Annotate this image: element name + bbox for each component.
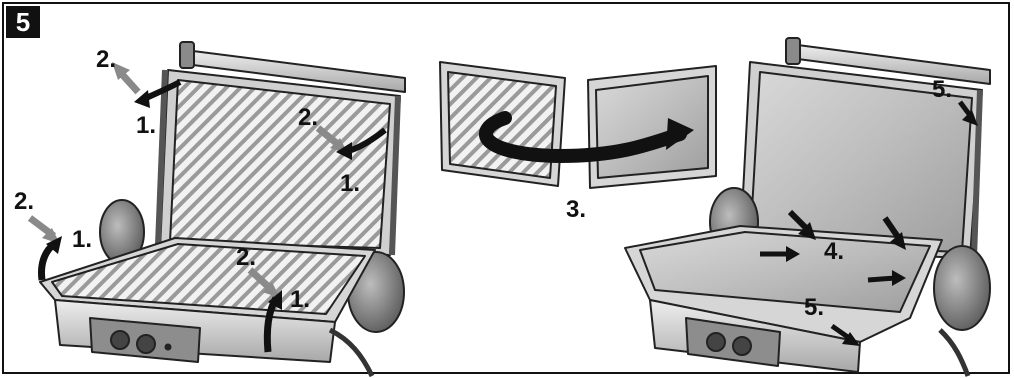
step-label-1: 1. <box>72 228 92 252</box>
step-number-badge: 5 <box>6 6 40 38</box>
step-label-2: 2. <box>96 48 116 72</box>
step-label-2: 2. <box>14 190 34 214</box>
step-label-5: 5. <box>932 78 952 102</box>
step-label-3: 3. <box>566 198 586 222</box>
step-label-1: 1. <box>136 114 156 138</box>
step-label-2: 2. <box>236 246 256 270</box>
step-label-2: 2. <box>298 106 318 130</box>
step-label-4: 4. <box>824 240 844 264</box>
left-grill <box>40 42 405 376</box>
step-label-1: 1. <box>340 172 360 196</box>
step-label-5: 5. <box>804 296 824 320</box>
step-label-1: 1. <box>290 288 310 312</box>
